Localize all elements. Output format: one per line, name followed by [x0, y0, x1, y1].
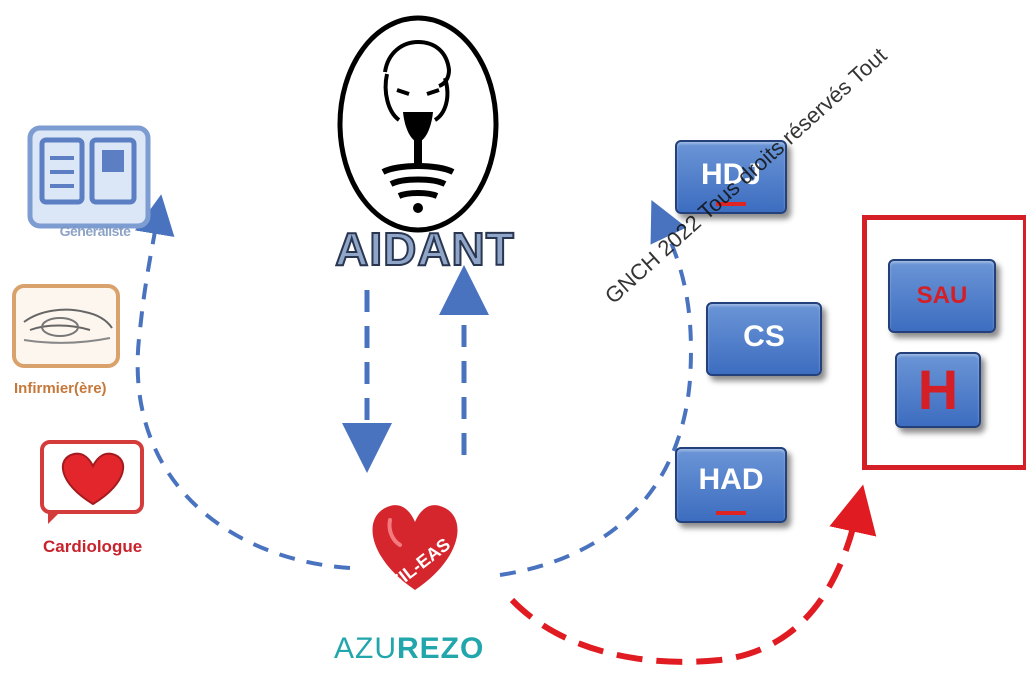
generalist-label: Généraliste [59, 223, 131, 239]
nurse-label: Infirmier(ère) [14, 380, 107, 397]
caregiver-icon [337, 15, 499, 233]
sau-label: SAU [916, 282, 968, 309]
fil-eas-sub-label: Ic [440, 568, 451, 583]
had-label: HAD [698, 463, 764, 496]
hdj-label: HDJ [700, 158, 761, 191]
azurezo-logo: AZUREZO [334, 632, 484, 666]
cs-label: CS [743, 320, 785, 353]
fil-eas-heart-icon: FIL-EAS Ic [372, 505, 458, 593]
had-red-underline [715, 511, 747, 515]
sau-button: SAU [888, 259, 996, 333]
azurezo-bold: REZO [397, 632, 485, 665]
caregiver-label: AIDANT [334, 222, 515, 276]
cardiologist-heart-icon [40, 440, 144, 524]
emergency-frame [862, 215, 1026, 470]
hospital-button: H [895, 352, 981, 428]
generalist-icon [27, 125, 151, 229]
arrow-to-generalist [134, 194, 351, 570]
arrow-to-sau [509, 484, 877, 665]
cs-button: CS [706, 302, 822, 376]
azurezo-light: AZU [334, 632, 397, 665]
cardiologist-label: Cardiologue [43, 537, 143, 556]
hdj-button: HDJ [675, 140, 787, 214]
nurse-icon [12, 284, 120, 368]
hospital-h-label: H [917, 358, 959, 421]
hdj-red-underline [715, 202, 747, 206]
had-button: HAD [675, 447, 787, 523]
